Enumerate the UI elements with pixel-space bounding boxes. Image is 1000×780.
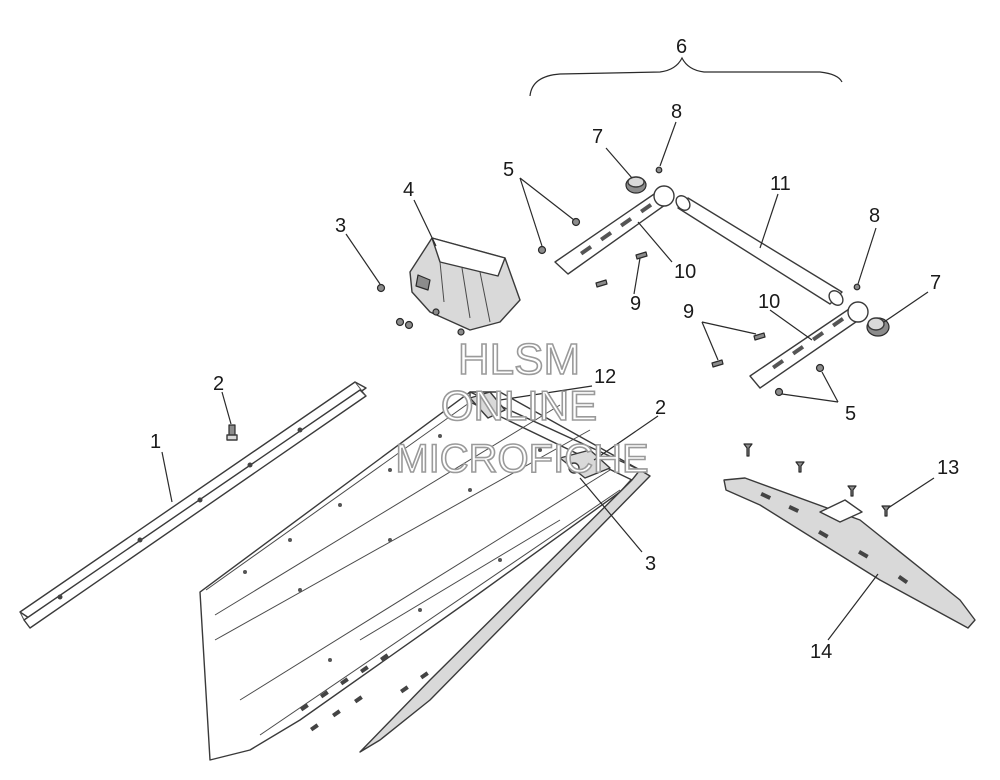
part-5-nut — [537, 217, 825, 397]
tunnel-assembly — [199, 391, 651, 761]
part-10-arm-right — [749, 301, 869, 389]
callout-7-right: 7 — [930, 272, 941, 294]
callout-labels: 1 2 2 3 3 4 5 5 6 7 7 8 8 9 9 10 10 11 1… — [150, 36, 959, 663]
callout-3-left: 3 — [335, 215, 346, 237]
callout-14: 14 — [810, 641, 832, 663]
part-10-arm-left — [554, 185, 675, 275]
watermark-line-3: MICROFICHE — [395, 437, 648, 481]
part-8-screw — [655, 166, 861, 291]
part-13-rivet — [743, 443, 891, 517]
callout-3-tunnel: 3 — [645, 553, 656, 575]
part-2-bolt — [226, 424, 238, 441]
watermark-line-1: HLSM — [458, 335, 580, 384]
callout-10-left: 10 — [674, 261, 696, 283]
callout-11: 11 — [770, 173, 791, 195]
watermark: HLSM ONLINE MICROFICHE — [395, 334, 650, 482]
callout-12: 12 — [594, 366, 616, 388]
part-4-housing — [409, 237, 521, 331]
callout-2-tunnel: 2 — [655, 397, 666, 419]
leader-lines — [161, 56, 935, 641]
callout-8-right: 8 — [869, 205, 880, 227]
part-14-flap — [723, 477, 976, 629]
callout-4: 4 — [403, 179, 414, 201]
callout-6: 6 — [676, 36, 687, 58]
part-1-rail — [19, 381, 367, 629]
callout-13: 13 — [937, 457, 959, 479]
callout-7-left: 7 — [592, 126, 603, 148]
part-7-cap-right — [866, 317, 890, 337]
watermark-line-2: ONLINE — [441, 382, 597, 429]
callout-8-left: 8 — [671, 101, 682, 123]
part-3-nut — [376, 283, 465, 336]
callout-5-bottom: 5 — [845, 403, 856, 425]
callout-9-right: 9 — [683, 301, 694, 323]
part-7-cap-left — [625, 176, 647, 194]
callout-9-left: 9 — [630, 293, 641, 315]
callout-10-right: 10 — [758, 291, 780, 313]
callout-2-rail: 2 — [213, 373, 224, 395]
callout-5-top: 5 — [503, 159, 514, 181]
part-9-bolt — [595, 251, 766, 368]
callout-1: 1 — [150, 431, 161, 453]
part-11-tube — [675, 195, 844, 306]
